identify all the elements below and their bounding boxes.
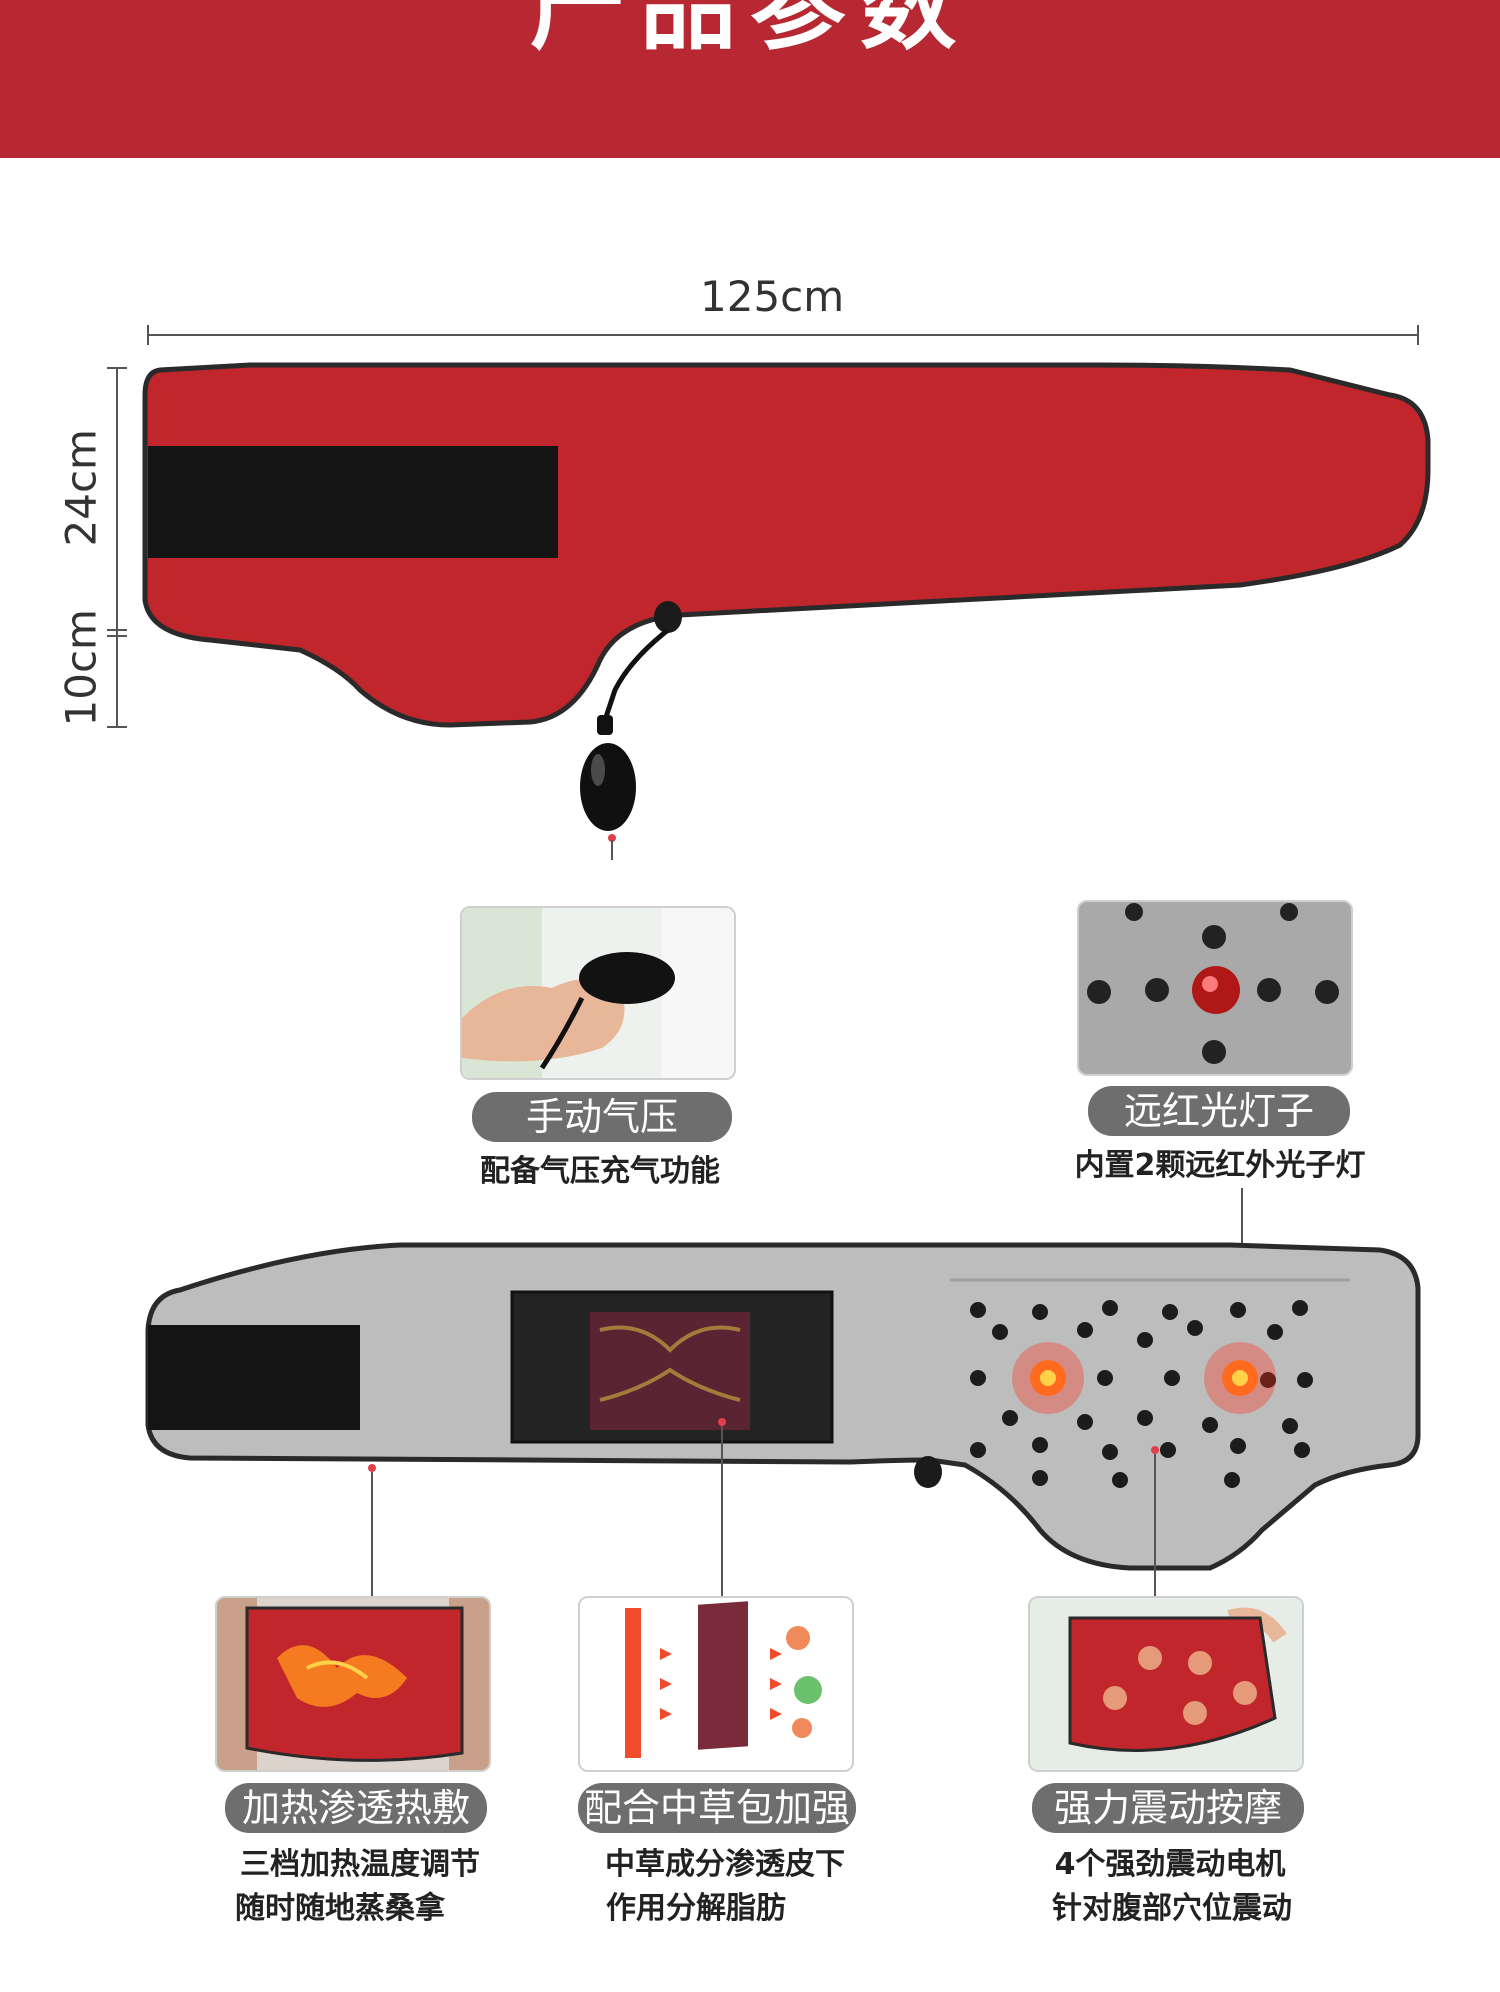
herb-desc-line-1: 中草成分渗透皮下 [605,1847,845,1882]
herb-thumbnail [578,1596,854,1772]
vibration-title-pill: 强力震动按摩 [1032,1783,1304,1833]
vibration-thumbnail [1028,1596,1304,1772]
header-banner: 产品参数 [0,0,1500,158]
heat-thumbnail [215,1596,491,1772]
herb-desc-line-2: 作用分解脂肪 [606,1891,786,1926]
vibration-desc-line-2: 针对腹部穴位震动 [1052,1891,1292,1926]
page-title: 产品参数 [530,0,970,63]
bottom-pointer-lines [371,1426,1156,1596]
dimension-lines [107,325,1419,728]
infrared-title-pill: 远红光灯子 [1088,1086,1350,1136]
heat-title-pill: 加热渗透热敷 [225,1783,487,1833]
pump-title-pill: 手动气压 [472,1092,732,1142]
pump-thumbnail [460,906,736,1080]
herb-title-pill: 配合中草包加强 [578,1783,856,1833]
vibration-desc-line-1: 4个强劲震动电机 [1054,1847,1286,1882]
infrared-thumbnail [1077,900,1353,1076]
pump-desc-line-1: 配备气压充气功能 [480,1154,720,1189]
heat-desc-line-1: 三档加热温度调节 [240,1847,480,1882]
belt-front-image [142,362,1431,860]
belt-back-image [145,1242,1421,1571]
length-label: 125cm [700,272,845,321]
infrared-desc-line-1: 内置2颗远红外光子灯 [1074,1148,1366,1183]
heat-desc-line-2: 随时随地蒸桑拿 [235,1891,445,1926]
